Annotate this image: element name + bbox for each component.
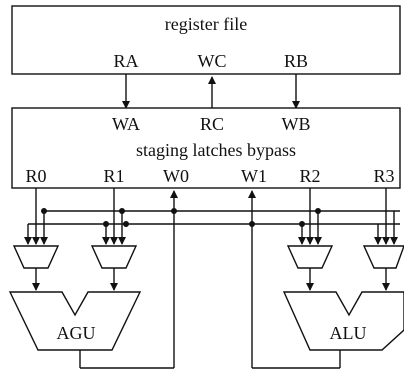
alu-unit [282,291,404,351]
port-w0: W0 [163,166,189,186]
port-r1: R1 [103,166,124,186]
port-wc: WC [198,51,227,71]
alu-mux-b [362,245,404,269]
port-r3: R3 [373,166,394,186]
agu-mux-a [12,245,60,269]
register-file-title: register file [165,14,247,34]
agu-mux-b [90,245,138,269]
alu-label: ALU [330,323,367,343]
port-r0: R0 [25,166,46,186]
staging-title: staging latches bypass [136,140,296,160]
register-file-box [11,5,401,75]
port-rc: RC [200,114,224,134]
alu-mux-a [286,245,334,269]
staging-latches-box [11,107,401,189]
port-w1: W1 [241,166,267,186]
port-wa: WA [112,114,140,134]
agu-label: AGU [57,323,96,343]
agu-unit [8,291,142,351]
port-rb: RB [284,51,308,71]
port-wb: WB [282,114,311,134]
bypass-wires [24,188,400,369]
port-r2: R2 [299,166,320,186]
port-ra: RA [113,51,138,71]
